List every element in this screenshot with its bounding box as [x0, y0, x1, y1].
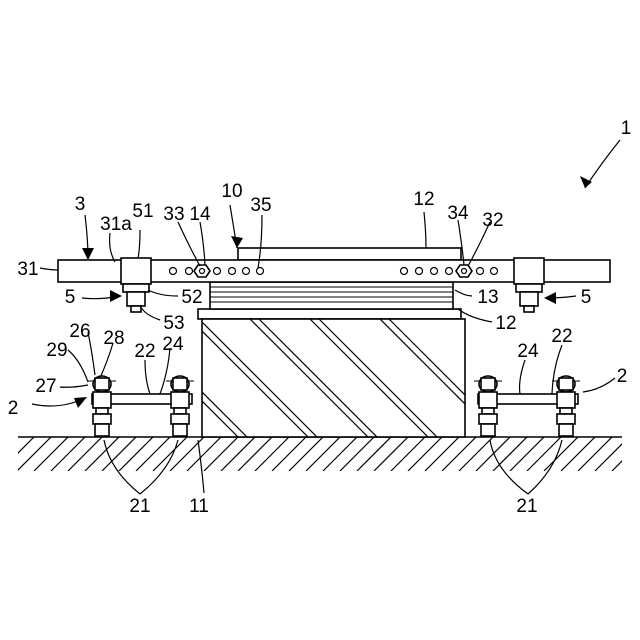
label-32: 32	[482, 210, 503, 231]
caster-post	[88, 376, 116, 436]
label-1: 1	[621, 118, 632, 139]
carriage-right	[474, 376, 580, 436]
label-3: 3	[75, 194, 86, 215]
label-31a: 31a	[100, 214, 132, 235]
label-21-left: 21	[129, 496, 150, 517]
label-22-right: 22	[551, 326, 572, 347]
nut-33	[194, 265, 210, 277]
label-2-left: 2	[8, 398, 19, 419]
caster-post	[474, 376, 502, 436]
label-21-right: 21	[516, 496, 537, 517]
label-11: 11	[189, 496, 209, 517]
label-35: 35	[250, 195, 271, 216]
clamp-left	[121, 258, 151, 312]
carriage-left	[88, 376, 194, 436]
label-12-right: 12	[495, 313, 516, 334]
label-14: 14	[189, 204, 211, 225]
caster-post	[552, 376, 580, 436]
nut-34	[456, 265, 472, 277]
label-5-left: 5	[65, 287, 76, 308]
label-33: 33	[163, 204, 184, 225]
label-22-left: 22	[134, 341, 155, 362]
stacked-plates	[210, 282, 453, 309]
top-plate	[238, 248, 461, 260]
label-29: 29	[46, 340, 67, 361]
label-53: 53	[163, 313, 184, 334]
label-28: 28	[103, 328, 124, 349]
clamp-right	[514, 258, 544, 312]
caster-post	[166, 376, 194, 436]
label-34: 34	[447, 203, 469, 224]
ground	[0, 437, 640, 471]
label-51: 51	[132, 201, 153, 222]
label-52: 52	[181, 287, 202, 308]
label-13: 13	[477, 287, 498, 308]
label-10: 10	[221, 181, 242, 202]
label-26: 26	[69, 321, 90, 342]
label-24-right: 24	[517, 341, 539, 362]
label-27: 27	[35, 376, 56, 397]
label-12-top: 12	[413, 189, 434, 210]
label-24-left: 24	[162, 334, 184, 355]
label-5-right: 5	[581, 287, 592, 308]
label-2-right: 2	[617, 366, 628, 387]
label-31: 31	[17, 259, 38, 280]
